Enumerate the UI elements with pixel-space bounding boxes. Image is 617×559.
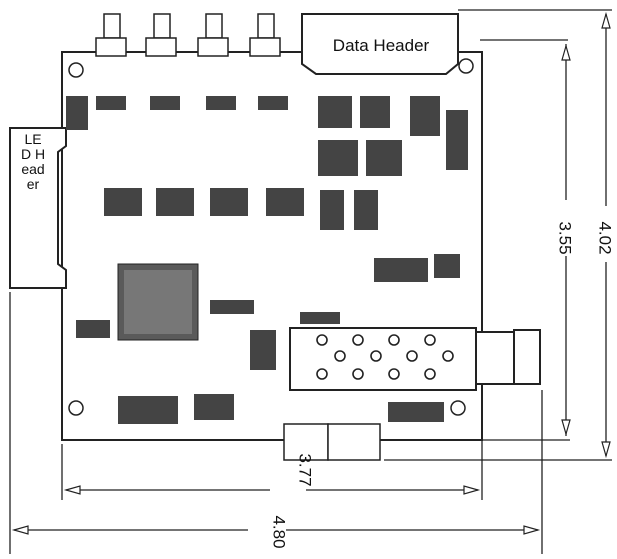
led-header-label: LED Header — [20, 131, 46, 192]
sfp-cage — [289, 327, 541, 391]
bottom-connectors — [283, 423, 381, 461]
dimension-arrowheads — [11, 11, 611, 535]
top-connectors — [95, 13, 281, 57]
dimension-lines — [9, 9, 612, 554]
dimension-height-inner: 3.55 — [555, 221, 575, 255]
mounting-holes — [68, 58, 474, 416]
data-header-label: Data Header — [332, 36, 430, 55]
dimension-height-outer: 4.02 — [595, 221, 615, 255]
led-header-outline — [9, 127, 67, 289]
sfp-pins — [316, 334, 454, 380]
dimension-width-outer: 4.80 — [269, 515, 289, 549]
dimension-width-inner: 3.77 — [295, 453, 315, 487]
data-header-outline — [301, 13, 459, 75]
component-blocks — [66, 96, 468, 424]
